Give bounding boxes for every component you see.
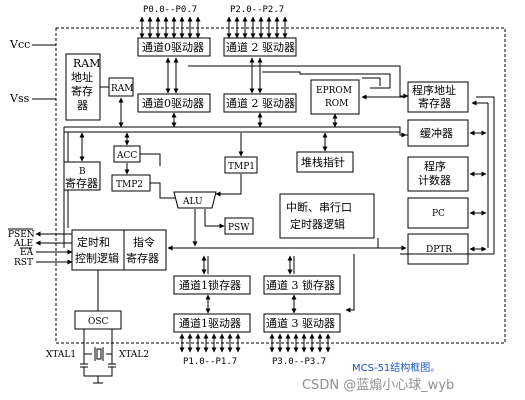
tmp1-label: TMP1 — [228, 162, 255, 172]
acc-label: ACC — [116, 151, 137, 161]
instruction-register-box — [123, 229, 167, 271]
ram-addr-line1: RAM — [73, 57, 101, 70]
pc-incrementer-box — [407, 156, 469, 192]
p0-top-pins — [139, 16, 201, 39]
instr-line2: 寄存器 — [126, 251, 159, 265]
p3-driver-box — [263, 313, 341, 333]
dptr-label: DPTR — [426, 245, 452, 255]
p1-latch-label: 通道1锁存器 — [179, 278, 241, 292]
dptr-box — [407, 233, 469, 265]
ground-caps — [80, 354, 116, 384]
port-p1-label: P1.0--P1.7 — [183, 357, 237, 367]
pc-incr-line1: 程序 — [424, 159, 446, 173]
control-pin-lines — [35, 231, 73, 265]
timing-control-box — [71, 229, 125, 271]
p3-bus-links — [287, 255, 295, 275]
alu-shape — [173, 191, 217, 209]
p0-driver-top-box — [137, 37, 211, 57]
p3-bottom-pins — [269, 333, 331, 353]
prog-addr-line1: 程序地址 — [412, 83, 456, 97]
ram-addr-line3: 寄存 — [71, 84, 93, 98]
interrupt-logic-box — [279, 193, 375, 239]
osc-label: OSC — [88, 317, 109, 327]
p0-driver-mid-box — [137, 93, 211, 113]
p2-driver-top-label: 通道 2 驱动器 — [226, 40, 295, 54]
tmp1-box — [224, 156, 258, 174]
p1-bottom-pins — [179, 333, 241, 353]
p2-top-pins — [226, 16, 288, 39]
osc-box — [74, 310, 122, 330]
buffer-box — [407, 119, 469, 147]
rst-label: RST — [14, 258, 33, 268]
p3-latch-label: 通道 3 锁存器 — [266, 278, 335, 292]
internal-bus-top — [64, 126, 408, 136]
diagram-caption: MCS-51结构框图。 — [352, 361, 440, 374]
eprom-label: EPROM — [316, 86, 352, 96]
prog-addr-register-box — [407, 81, 469, 113]
acc-side-to-alu — [140, 153, 161, 166]
instr-line1: 指令 — [133, 235, 155, 249]
b-register-box — [63, 161, 101, 191]
tmp2-label: TMP2 — [116, 180, 143, 190]
p1-driver-box — [173, 313, 251, 333]
b-reg-line2: 寄存器 — [65, 176, 98, 190]
psw-box — [224, 217, 254, 235]
xtal2-label: XTAL2 — [119, 350, 149, 360]
p1-latch-box — [173, 275, 251, 295]
ram-addr-line4: 器 — [77, 99, 88, 112]
p0-driver-top-label: 通道0驱动器 — [142, 40, 204, 54]
p2-driver-top-box — [223, 37, 297, 57]
csdn-watermark: CSDN @蓝煽小心球_wyb — [302, 377, 454, 393]
interrupt-line1: 中断、串行口 — [286, 200, 352, 214]
psen-label: PSEN — [8, 230, 35, 240]
pc-incr-line2: 计数器 — [418, 174, 451, 187]
stack-pointer-box — [296, 151, 354, 173]
p0-driver-mid-label: 通道0驱动器 — [142, 96, 204, 110]
driver-row-links — [165, 57, 263, 94]
rom-label: ROM — [325, 99, 348, 109]
pc-label: PC — [432, 209, 445, 219]
tmp2-to-alu — [150, 182, 176, 199]
prog-addr-line2: 寄存器 — [418, 96, 451, 110]
p3-latch-box — [263, 275, 341, 295]
p2-driver-mid-label: 通道 2 驱动器 — [226, 96, 295, 110]
tmp1-to-alu — [215, 174, 242, 197]
interrupt-to-p3 — [345, 254, 355, 313]
p1-bus-links — [201, 255, 209, 275]
port-p2-label: P2.0--P2.7 — [230, 5, 284, 15]
p1-driver-label: 通道1驱动器 — [179, 316, 241, 330]
eprom-rom-box — [310, 79, 360, 115]
stack-pointer-label: 堆栈指针 — [301, 155, 345, 169]
chip-boundary — [55, 27, 506, 344]
vss-label: Vss — [9, 92, 30, 105]
alu-label: ALU — [182, 197, 203, 207]
port-p0-label: P0.0--P0.7 — [143, 5, 197, 15]
ale-label: ALE — [13, 239, 33, 249]
p3-driver-label: 通道 3 驱动器 — [266, 316, 335, 330]
ram-addr-register-box — [65, 53, 101, 121]
osc-xtal1-line — [83, 329, 92, 355]
alu-to-psw — [204, 209, 225, 229]
p2-driver-mid-box — [223, 93, 297, 113]
ea-label: EA — [20, 248, 34, 258]
b-reg-line1: B — [79, 167, 86, 177]
ram-addr-line2: 地址 — [71, 70, 93, 84]
port-p3-label: P3.0--P3.7 — [272, 357, 326, 367]
buffer-label: 缓冲器 — [420, 126, 453, 140]
ram-label: RAM — [111, 84, 134, 94]
p0-to-addr-link — [188, 65, 409, 99]
timing-line1: 定时和 — [77, 235, 110, 249]
addr-to-p2-link — [362, 77, 381, 86]
osc-xtal2-line — [106, 329, 113, 355]
bus-right-vert — [476, 96, 495, 254]
p2-to-addr-link — [262, 71, 391, 89]
crystal-symbol — [94, 347, 104, 361]
interrupt-line2: 定时器逻辑 — [290, 217, 345, 231]
psw-label: PSW — [228, 223, 250, 233]
pc-box — [407, 197, 469, 229]
timing-line2: 控制逻辑 — [75, 251, 119, 265]
xtal1-label: XTAL1 — [46, 350, 76, 360]
vcc-label: Vcc — [9, 38, 30, 51]
